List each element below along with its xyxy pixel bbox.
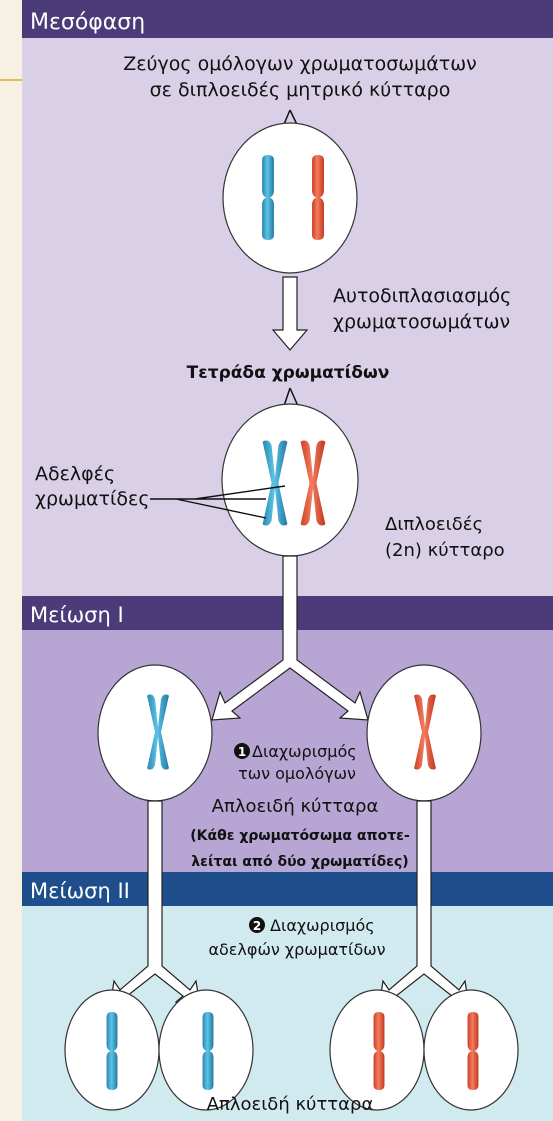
tetrad-label: Τετράδα χρωματίδων [187, 363, 390, 383]
interphase-title: Μεσόφαση [30, 10, 145, 35]
meiosis1-title: Μείωση I [30, 603, 124, 627]
diploid-label-1: Διπλοειδές [385, 514, 483, 535]
sister-chromatids-label-1: Αδελφές [35, 463, 115, 485]
homologous-pair-label-2: σε διπλοειδές μητρικό κύτταρο [150, 79, 451, 101]
diploid-label-2: (2n) κύτταρο [385, 540, 505, 561]
replication-label-2: χρωματοσωμάτων [333, 311, 510, 333]
step1-number: 1 [238, 745, 246, 759]
step2-number: 2 [253, 919, 261, 933]
meiosis2-title: Μείωση II [30, 879, 130, 903]
parent-cell [223, 123, 357, 273]
diploid-cell [222, 404, 358, 556]
haploid-note-1: (Κάθε χρωματόσωμα αποτε- [190, 828, 410, 844]
step2-label-1: Διαχωρισμός [270, 916, 375, 935]
replication-label-1: Αυτοδιπλασιασμός [333, 285, 511, 307]
haploid-note-2: λείται από δύο χρωματίδες) [191, 854, 408, 870]
step1-label-1: Διαχωρισμός [252, 742, 357, 761]
final-haploid-label: Απλοειδή κύτταρα [207, 1094, 374, 1115]
sister-chromatids-label-2: χρωματίδες [35, 488, 149, 510]
step1-label-2: των ομολόγων [238, 764, 356, 783]
homologous-pair-label-1: Ζεύγος ομόλογων χρωματοσωμάτων [123, 53, 477, 75]
haploid-cells-label: Απλοειδή κύτταρα [212, 796, 379, 817]
step2-label-2: αδελφών χρωματίδων [208, 940, 385, 959]
